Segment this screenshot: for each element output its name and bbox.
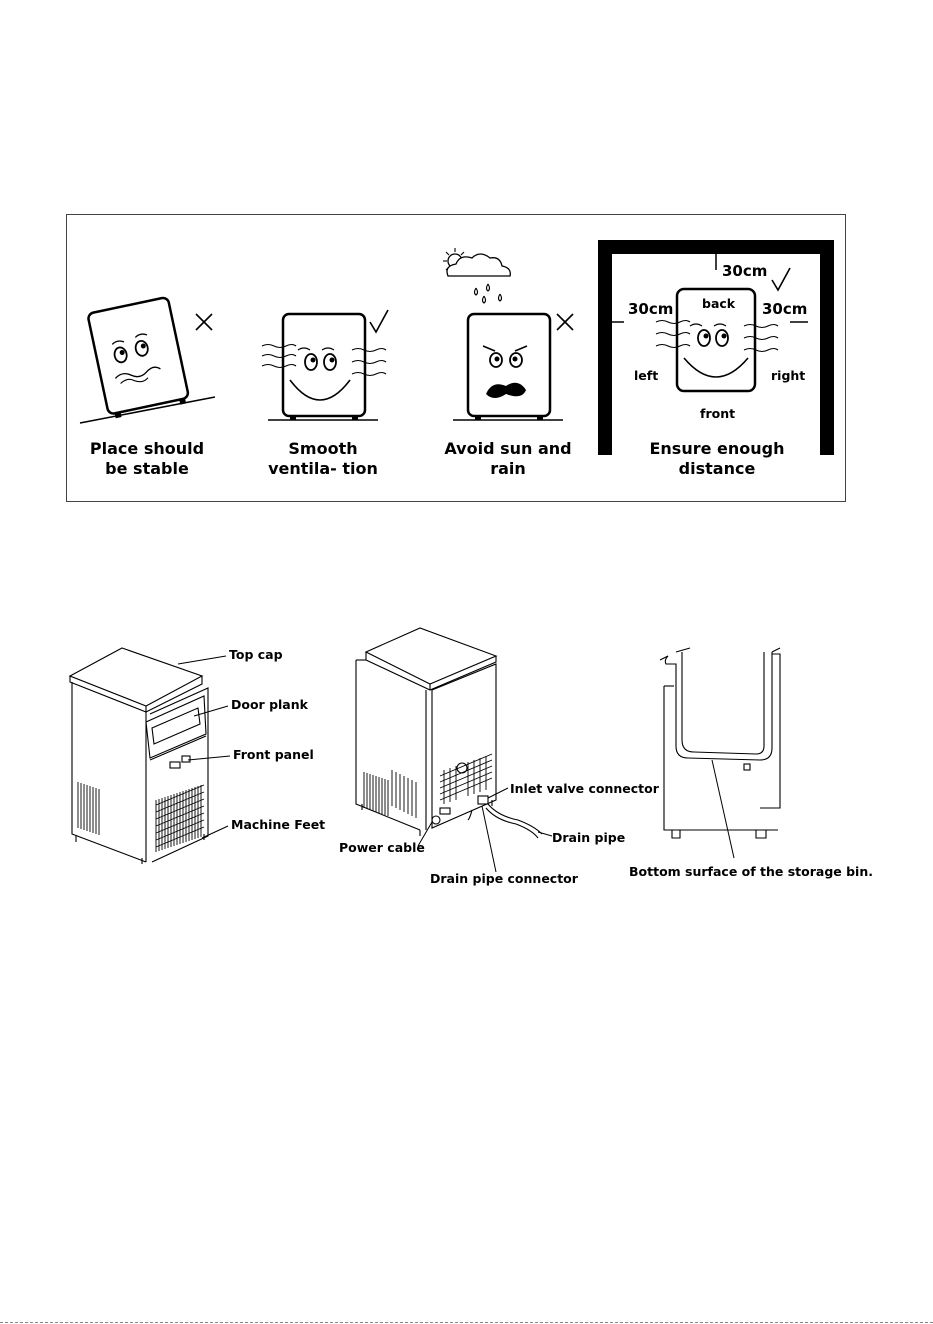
bottom-surface-label: Bottom surface of the storage bin. [629, 864, 873, 879]
page-bottom-divider [0, 1322, 933, 1323]
